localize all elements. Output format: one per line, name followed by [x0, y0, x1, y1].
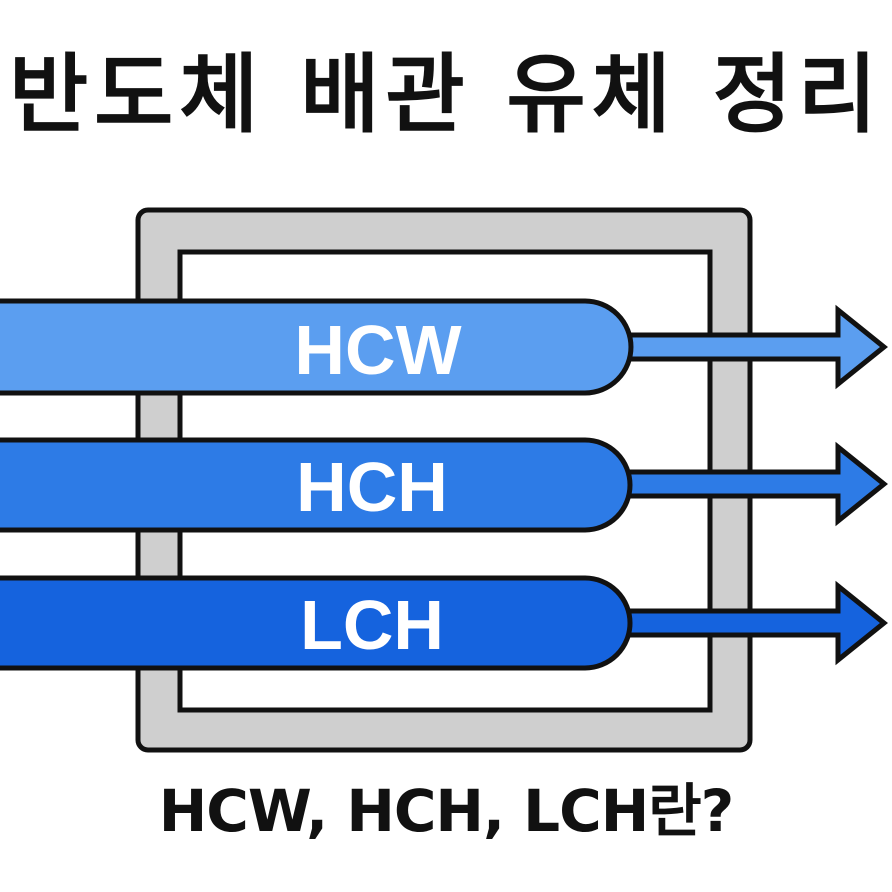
pipe-body	[0, 298, 634, 396]
pipe-body	[0, 437, 633, 533]
pipe-lch: LCH	[0, 575, 888, 671]
arrow-icon	[617, 580, 888, 666]
page-title: 반도체 배관 유체 정리	[9, 45, 883, 145]
pipe-body	[0, 575, 633, 671]
arrow-icon	[617, 304, 888, 390]
pipe-label: LCH	[300, 586, 444, 664]
arrow-icon	[617, 441, 888, 527]
pipe-hch: HCH	[0, 437, 888, 533]
question-caption: HCW, HCH, LCH란?	[158, 777, 735, 845]
pipe-label: HCW	[294, 311, 461, 389]
pipe-hcw: HCW	[0, 298, 888, 396]
pipe-label: HCH	[296, 448, 448, 526]
